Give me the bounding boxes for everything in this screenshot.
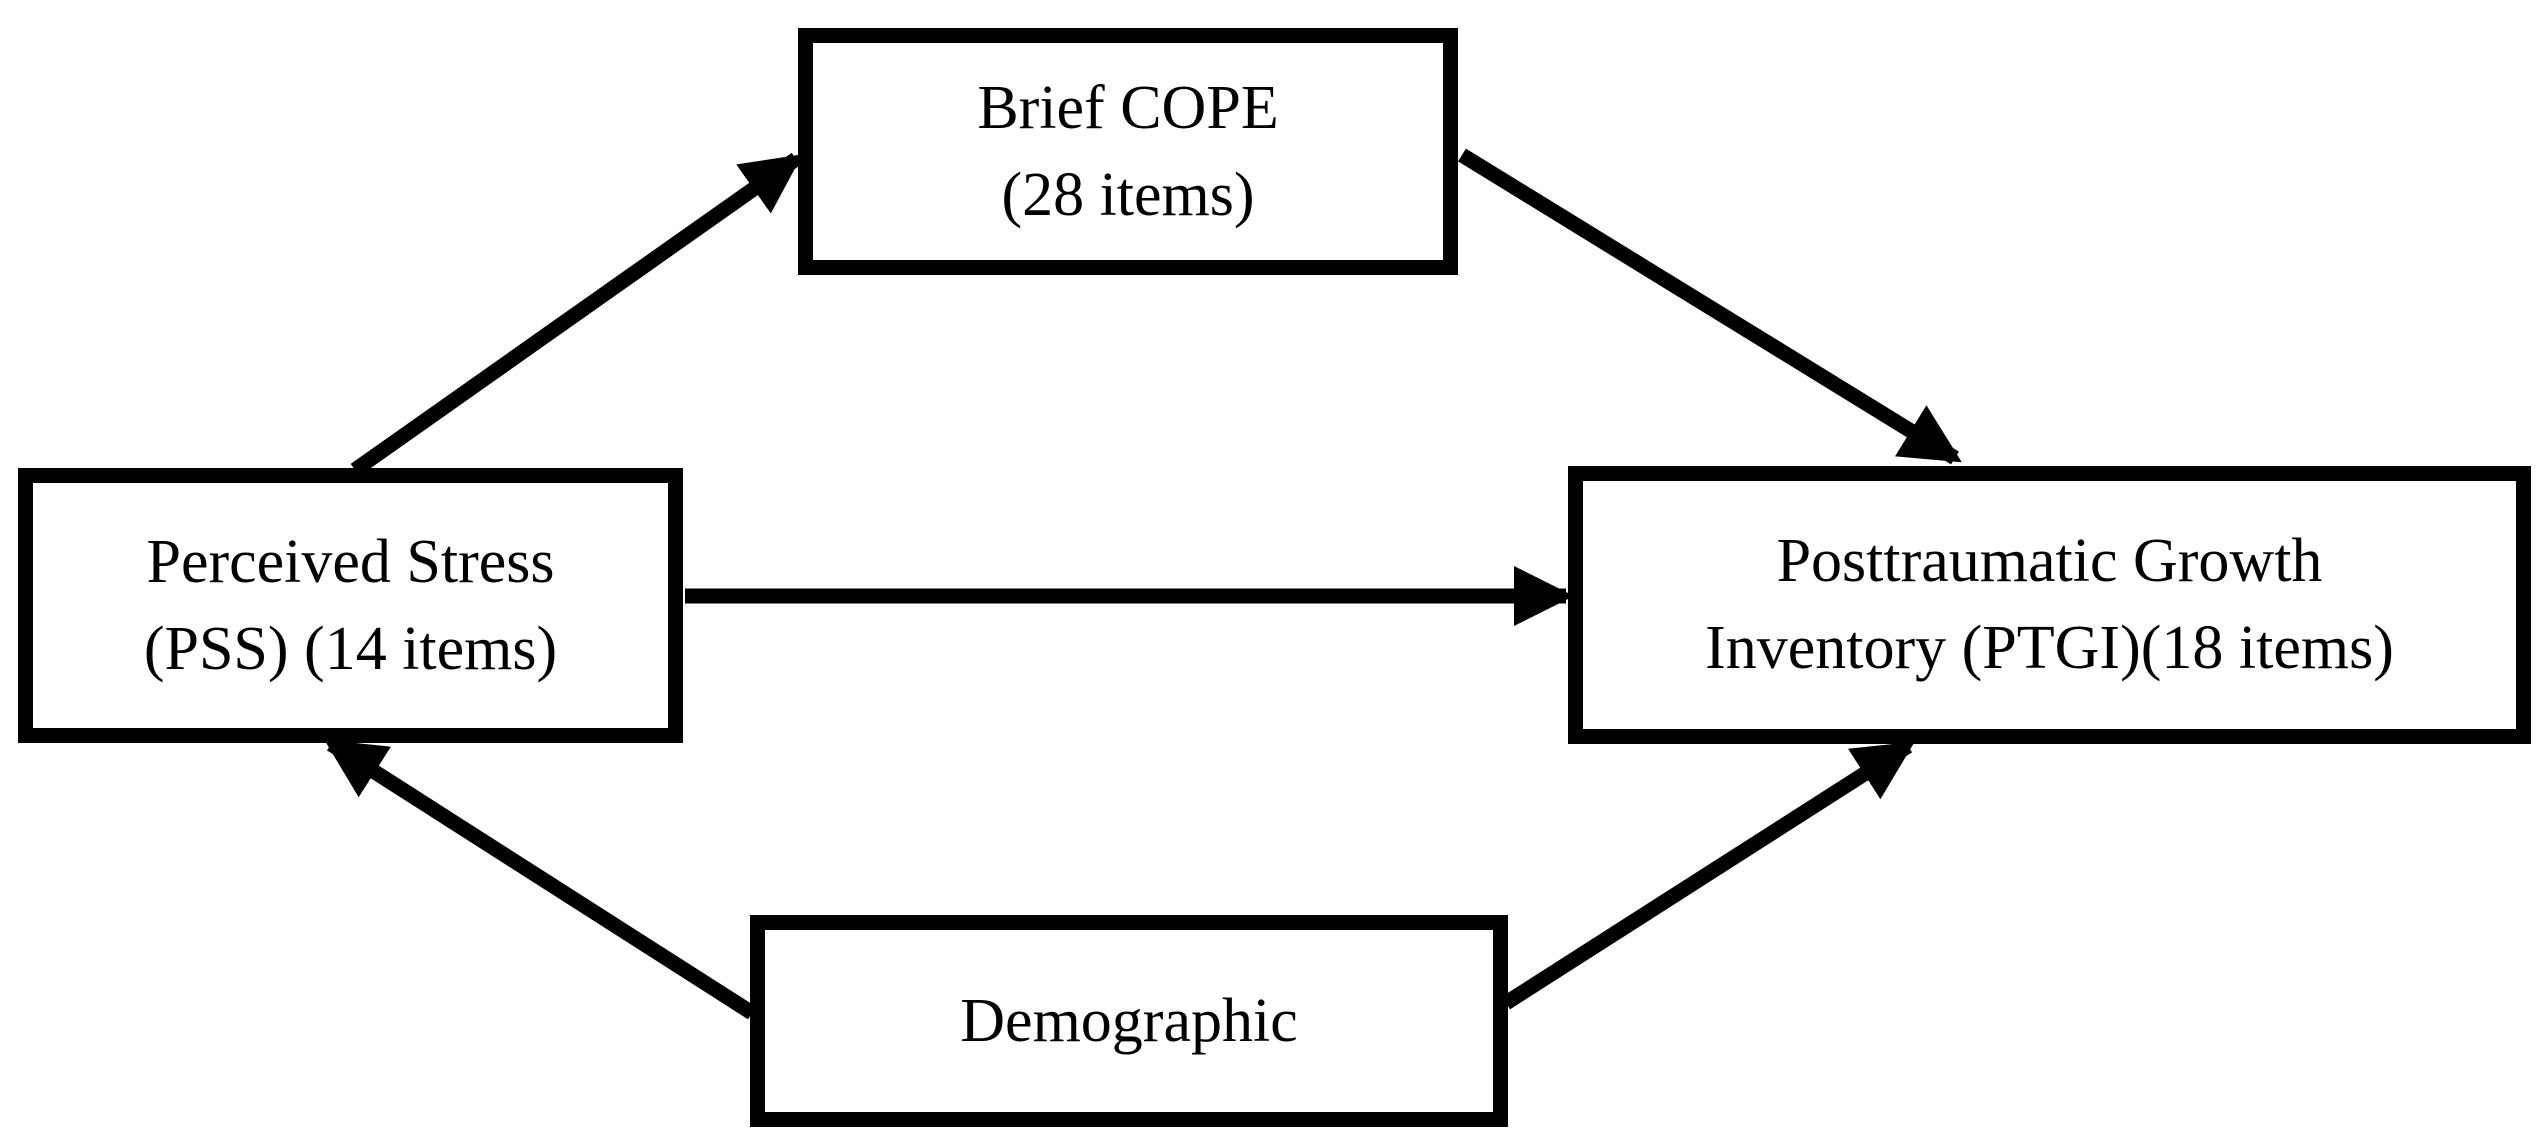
arrow-demographic-to-ptgi <box>1501 739 1915 1010</box>
perceived-stress-box: Perceived Stress (PSS) (14 items) <box>18 468 683 743</box>
ptgi-item-count: Inventory (PTGI)(18 items) <box>1705 614 2394 682</box>
ptgi-title: Posttraumatic Growth <box>1776 527 2323 596</box>
demographic-box: Demographic <box>750 915 1508 1127</box>
ptgi-box: Posttraumatic Growth Inventory (PTGI)(18… <box>1568 466 2531 744</box>
demographic-title: Demographic <box>960 986 1298 1055</box>
brief-cope-title: Brief COPE <box>977 73 1279 142</box>
brief-cope-box: Brief COPE (28 items) <box>798 28 1458 275</box>
arrow-demographic-to-stress <box>324 737 757 1020</box>
perceived-stress-item-count: (PSS) (14 items) <box>143 614 558 683</box>
arrow-stress-to-cope <box>350 152 803 477</box>
brief-cope-item-count: (28 items) <box>1001 160 1255 229</box>
perceived-stress-title: Perceived Stress <box>146 527 555 596</box>
arrow-cope-to-ptgi <box>1458 148 1962 465</box>
